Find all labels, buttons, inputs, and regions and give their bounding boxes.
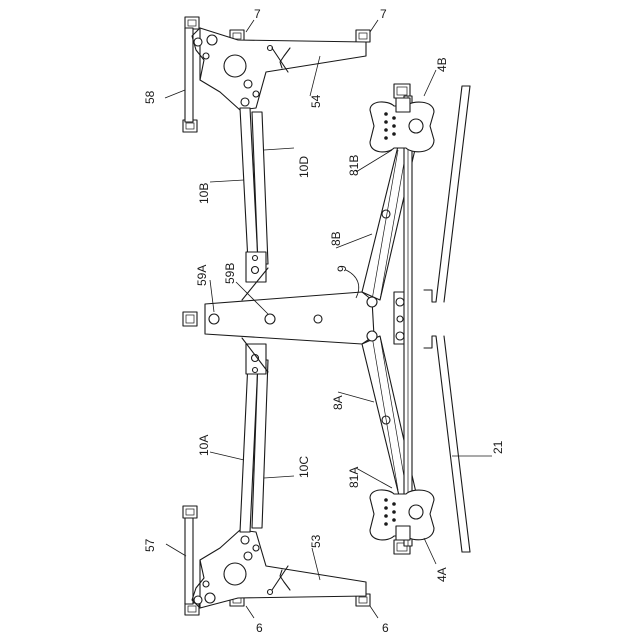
bracket-54 [192, 28, 366, 110]
label-7-right: 7 [380, 7, 387, 21]
label-54: 54 [309, 94, 323, 108]
label-6-right: 6 [382, 621, 389, 635]
label-10A: 10A [197, 435, 211, 456]
profile-block-top-left [185, 17, 199, 29]
bracket-21 [424, 86, 470, 552]
pad-4B [370, 98, 434, 152]
pad-4A [370, 490, 434, 540]
label-57: 57 [143, 538, 157, 552]
label-81A: 81A [347, 467, 361, 488]
label-9: 9 [335, 265, 349, 272]
label-10D: 10D [297, 156, 311, 178]
label-7-left: 7 [254, 7, 261, 21]
label-6-left: 6 [256, 621, 263, 635]
label-59A: 59A [195, 265, 209, 286]
profile-block-57-top [183, 506, 197, 518]
profile-block-top-right [356, 30, 370, 42]
label-58: 58 [143, 90, 157, 104]
label-4A: 4A [435, 567, 449, 582]
profile-block-mid [183, 312, 197, 326]
label-59B: 59B [223, 263, 237, 284]
label-53: 53 [309, 534, 323, 548]
rail-57 [185, 518, 193, 604]
label-10B: 10B [197, 183, 211, 204]
label-81B: 81B [347, 155, 361, 176]
label-21: 21 [491, 440, 505, 454]
label-4B: 4B [435, 57, 449, 72]
label-8A: 8A [331, 395, 345, 410]
bracket-53 [192, 530, 366, 608]
rail-58 [185, 28, 193, 122]
vertical-bars [404, 96, 412, 546]
label-8B: 8B [329, 231, 343, 246]
label-10C: 10C [297, 456, 311, 478]
